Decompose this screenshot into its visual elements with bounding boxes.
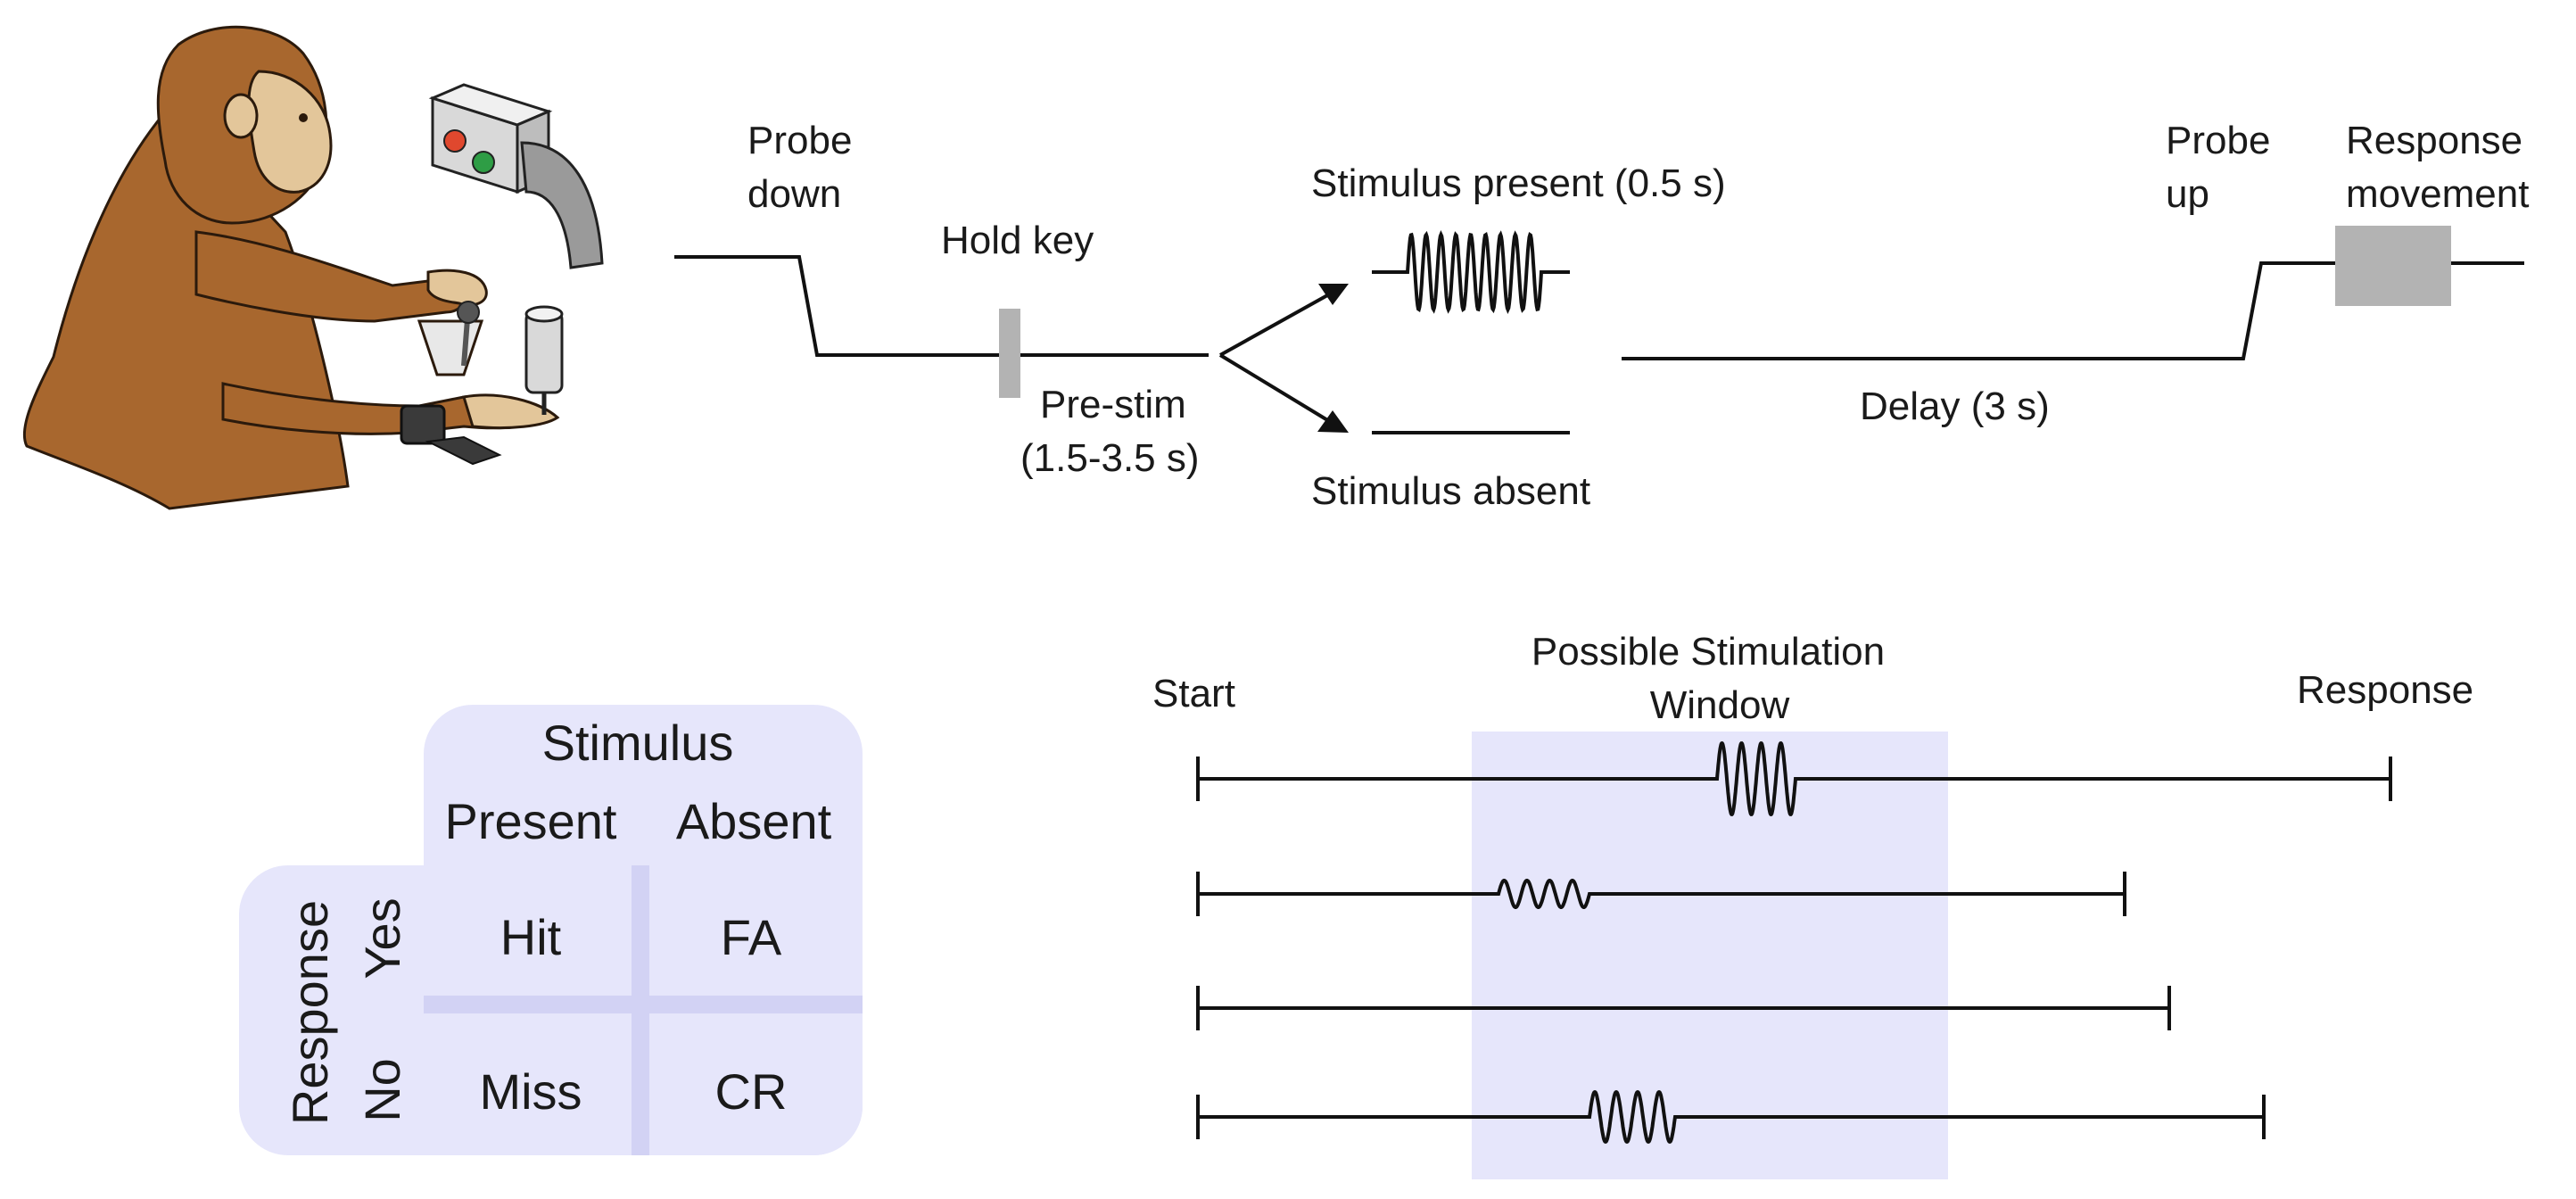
present-header: Present: [445, 793, 617, 849]
stimulus-present-trace: [1372, 230, 1570, 314]
monkey-illustration: [22, 25, 604, 510]
probe-cylinder: [524, 310, 564, 394]
branch-arrow-up-head: [1318, 284, 1349, 305]
window-label-2: Window: [1650, 683, 1790, 727]
joystick-base: [417, 319, 484, 376]
green-light: [472, 151, 495, 174]
trial-4-trace: [1198, 1090, 2264, 1144]
yes-label: Yes: [354, 897, 410, 979]
stimulus-present-label: Stimulus present (0.5 s): [1311, 161, 1726, 205]
absent-header: Absent: [676, 793, 832, 849]
wrist-cuff-strap: [425, 435, 502, 466]
hit-cell: Hit: [500, 909, 562, 965]
branch-arrow-down: [1218, 353, 1331, 423]
probe-up-label-2: up: [2166, 172, 2209, 216]
start-label: Start: [1152, 672, 1235, 715]
window-label-1: Possible Stimulation: [1532, 630, 1885, 674]
matrix-divider-horizontal: [424, 996, 863, 1013]
response-movement-label-1: Response: [2346, 119, 2522, 162]
trial-examples: Start Possible Stimulation Window Respon…: [1152, 630, 2473, 1179]
outcome-matrix: Stimulus Present Absent Response Yes No …: [239, 705, 863, 1155]
probe-up-label-1: Probe: [2166, 119, 2270, 162]
delay-label: Delay (3 s): [1860, 385, 2050, 428]
no-label: No: [354, 1058, 410, 1122]
response-header: Response: [282, 900, 338, 1125]
response-movement-label-2: movement: [2346, 172, 2529, 216]
monkey-hand-lower: [462, 393, 560, 429]
probe-down-label-1: Probe: [747, 119, 852, 162]
branch-arrow-down-head: [1317, 410, 1349, 433]
monkey-ear: [223, 93, 259, 139]
probe-down-label-2: down: [747, 172, 841, 216]
probe-down-trace: [674, 255, 1209, 357]
support-arm: [520, 141, 604, 269]
stimulus-header: Stimulus: [542, 715, 734, 771]
hold-key-marker: [999, 309, 1020, 398]
red-light: [443, 129, 466, 153]
stimulation-window: [1472, 732, 1948, 1179]
cr-cell: CR: [715, 1063, 788, 1120]
pre-stim-label-1: Pre-stim: [1040, 383, 1186, 426]
monkey-hand-upper: [426, 269, 488, 307]
miss-cell: Miss: [479, 1063, 582, 1120]
wrist-cuff: [400, 404, 446, 445]
monkey-eye: [299, 113, 308, 122]
joystick-knob: [457, 301, 480, 324]
response-movement-marker: [2335, 226, 2451, 306]
pre-stim-label-2: (1.5-3.5 s): [1020, 436, 1200, 480]
fa-cell: FA: [721, 909, 782, 965]
response-label: Response: [2297, 668, 2473, 712]
trial-1-trace: [1198, 741, 2390, 816]
hold-key-label: Hold key: [941, 219, 1094, 262]
trial-2-trace: [1198, 879, 2125, 909]
stimulus-absent-label: Stimulus absent: [1311, 469, 1590, 513]
probe-cylinder-top: [524, 305, 564, 323]
branch-arrow-up: [1219, 293, 1330, 357]
task-timeline: Probe down Hold key Pre-stim (1.5-3.5 s)…: [674, 119, 2529, 513]
